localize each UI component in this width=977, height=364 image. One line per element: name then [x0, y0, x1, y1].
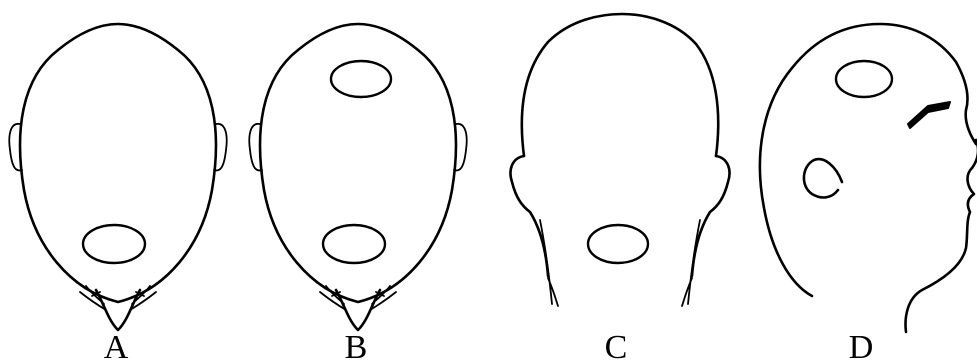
eyebrow-d: [908, 102, 950, 128]
marker-temple-d: [836, 61, 892, 97]
head-view-a: [9, 24, 226, 330]
marker-back-c: [588, 225, 648, 263]
face-folds-a: [80, 286, 156, 310]
ear-left-c: [511, 156, 549, 276]
ear-d: [804, 159, 842, 197]
neck-left-c: [540, 220, 558, 306]
face-folds-b: [320, 286, 396, 310]
head-view-d: [760, 24, 977, 332]
label-c: C: [605, 329, 628, 364]
label-b: B: [345, 329, 368, 364]
head-outline-c: [522, 14, 718, 156]
ear-right-c: [692, 156, 730, 276]
label-d: D: [849, 329, 874, 364]
marker-rear-b: [323, 225, 385, 263]
head-view-b: [249, 24, 466, 330]
marker-crown-b: [331, 61, 391, 97]
head-view-c: [511, 14, 730, 306]
label-a: A: [104, 329, 129, 364]
neck-right-c: [682, 220, 700, 306]
face-profile-d: [906, 168, 974, 332]
marker-rear-a: [83, 225, 145, 263]
